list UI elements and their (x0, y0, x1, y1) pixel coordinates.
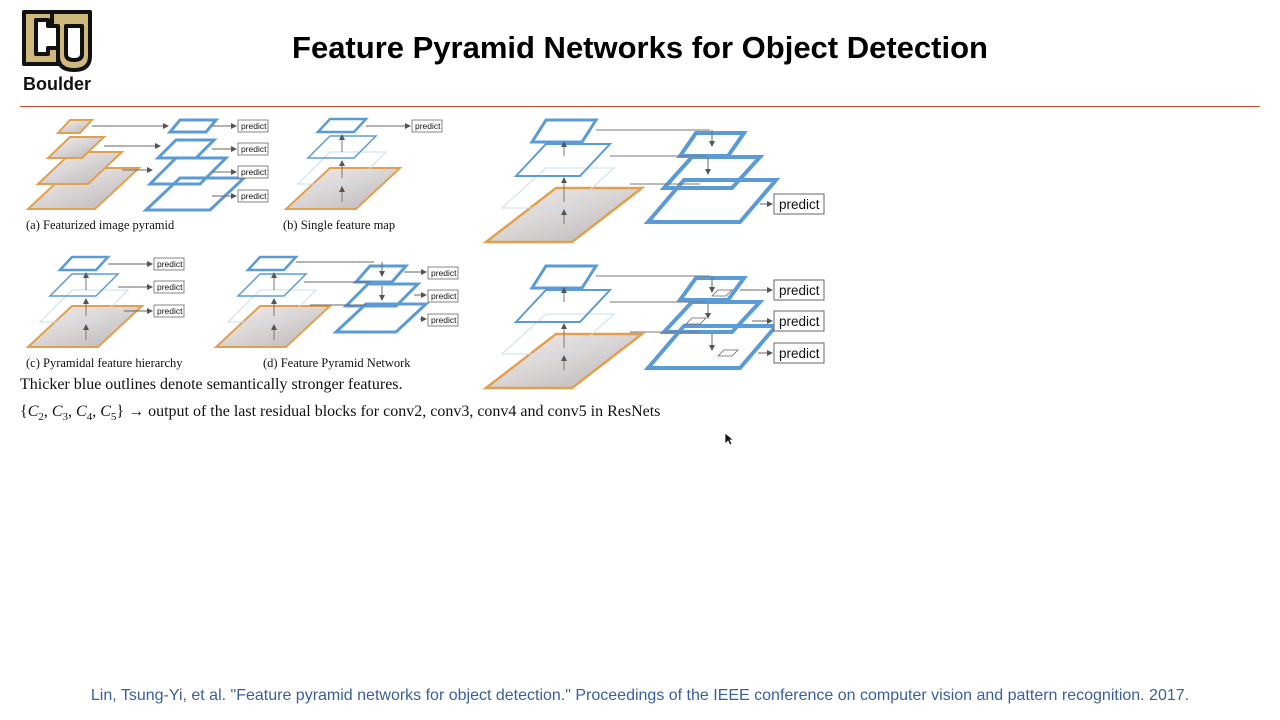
brace-open: { (20, 403, 28, 420)
predict-box (773, 193, 825, 215)
comma: , (68, 403, 73, 420)
predict-box (237, 142, 269, 156)
merge-node (717, 349, 739, 357)
feature-map (48, 273, 120, 297)
comma: , (43, 403, 48, 420)
cu-logo-icon (22, 10, 92, 72)
term-c5: C (100, 403, 111, 420)
feature-map (236, 273, 308, 297)
feature-map (500, 313, 616, 355)
feature-map (513, 143, 613, 177)
predict-label: predict (415, 121, 441, 131)
predict-label: predict (157, 259, 183, 269)
feature-map (500, 167, 616, 209)
predict-label: predict (779, 346, 820, 361)
title-divider (20, 106, 1260, 107)
predict-label: predict (431, 291, 457, 301)
feature-map (306, 135, 378, 159)
feature-map (166, 118, 220, 134)
formula-line: {C2, C3, C4, C5} → output of the last re… (20, 403, 660, 423)
brace-close: } (116, 403, 125, 420)
pyramid-level (342, 282, 422, 308)
fpn-figure: predict predict predict predict (a) Feat… (25, 117, 825, 390)
panel-a: predict predict predict predict (a) Feat… (25, 118, 269, 232)
sub-3: 3 (62, 411, 69, 424)
predict-label: predict (157, 306, 183, 316)
predict-box (411, 119, 443, 133)
image-level (55, 119, 95, 134)
predict-box (773, 279, 825, 301)
feature-map (245, 255, 299, 272)
merge-node (685, 317, 707, 325)
predict-box (427, 266, 459, 280)
predict-label: predict (431, 268, 457, 278)
image (25, 305, 145, 348)
pyramid-level (332, 302, 430, 334)
caption-d: (d) Feature Pyramid Network (263, 356, 411, 370)
caption-b: (b) Single feature map (283, 218, 395, 232)
predict-box (773, 342, 825, 364)
logo-label: Boulder (22, 74, 91, 94)
caption-c: (c) Pyramidal feature hierarchy (26, 356, 183, 370)
predict-label: predict (241, 121, 267, 131)
predict-box (153, 280, 185, 294)
panel-c: predict predict predict (c) Pyramidal fe… (25, 255, 185, 370)
predict-box (773, 310, 825, 332)
pyramid-level (659, 155, 765, 190)
feature-map (57, 255, 111, 272)
feature-map (529, 118, 599, 144)
predict-box (427, 289, 459, 303)
panel-b: predict (b) Single feature map (283, 117, 443, 232)
panel-large-top: predict (482, 118, 825, 244)
image-level (45, 136, 107, 159)
figure-note: Thicker blue outlines denote semanticall… (20, 376, 403, 393)
citation: Lin, Tsung-Yi, et al. "Feature pyramid n… (90, 687, 1190, 704)
feature-map (529, 264, 599, 290)
pyramid-level (676, 131, 748, 158)
pyramid-level (659, 300, 765, 334)
term-c4: C (76, 403, 87, 420)
image-level (35, 151, 125, 185)
predict-label: predict (431, 315, 457, 325)
feature-map (513, 289, 613, 323)
predict-label: predict (779, 314, 820, 329)
sub-2: 2 (38, 411, 44, 424)
feature-map (226, 289, 318, 323)
feature-map (38, 289, 130, 323)
feature-map (146, 156, 230, 186)
pyramid-level (643, 178, 781, 224)
slide-title: Feature Pyramid Networks for Object Dete… (292, 30, 988, 65)
caption-a: (a) Featurized image pyramid (26, 218, 175, 232)
predict-label: predict (157, 282, 183, 292)
feature-map (296, 151, 388, 185)
merge-node (711, 289, 733, 297)
panel-large-bottom: predict predict predict (482, 264, 825, 390)
predict-box (237, 165, 269, 179)
image (283, 167, 403, 210)
term-c3: C (51, 403, 63, 420)
arrow-symbol: → (128, 403, 145, 420)
pyramid-level (676, 276, 748, 302)
pyramid-level (352, 264, 410, 284)
comma: , (92, 403, 97, 420)
predict-label: predict (241, 144, 267, 154)
predict-label: predict (779, 283, 820, 298)
panel-d: predict predict predict (d) Feature Pyra… (213, 255, 459, 370)
predict-label: predict (779, 197, 820, 212)
predict-box (427, 313, 459, 327)
image (213, 305, 333, 348)
formula-description: output of the last residual blocks for c… (148, 403, 661, 420)
feature-map (154, 138, 218, 160)
predict-box (153, 257, 185, 271)
term-c2: C (27, 403, 39, 420)
sub-4: 4 (86, 411, 93, 424)
predict-box (237, 189, 269, 203)
predict-label: predict (241, 191, 267, 201)
mouse-pointer-icon (724, 432, 734, 446)
predict-box (237, 119, 269, 133)
predict-box (153, 304, 185, 318)
predict-label: predict (241, 167, 267, 177)
feature-map (315, 117, 369, 134)
sub-5: 5 (110, 411, 117, 424)
